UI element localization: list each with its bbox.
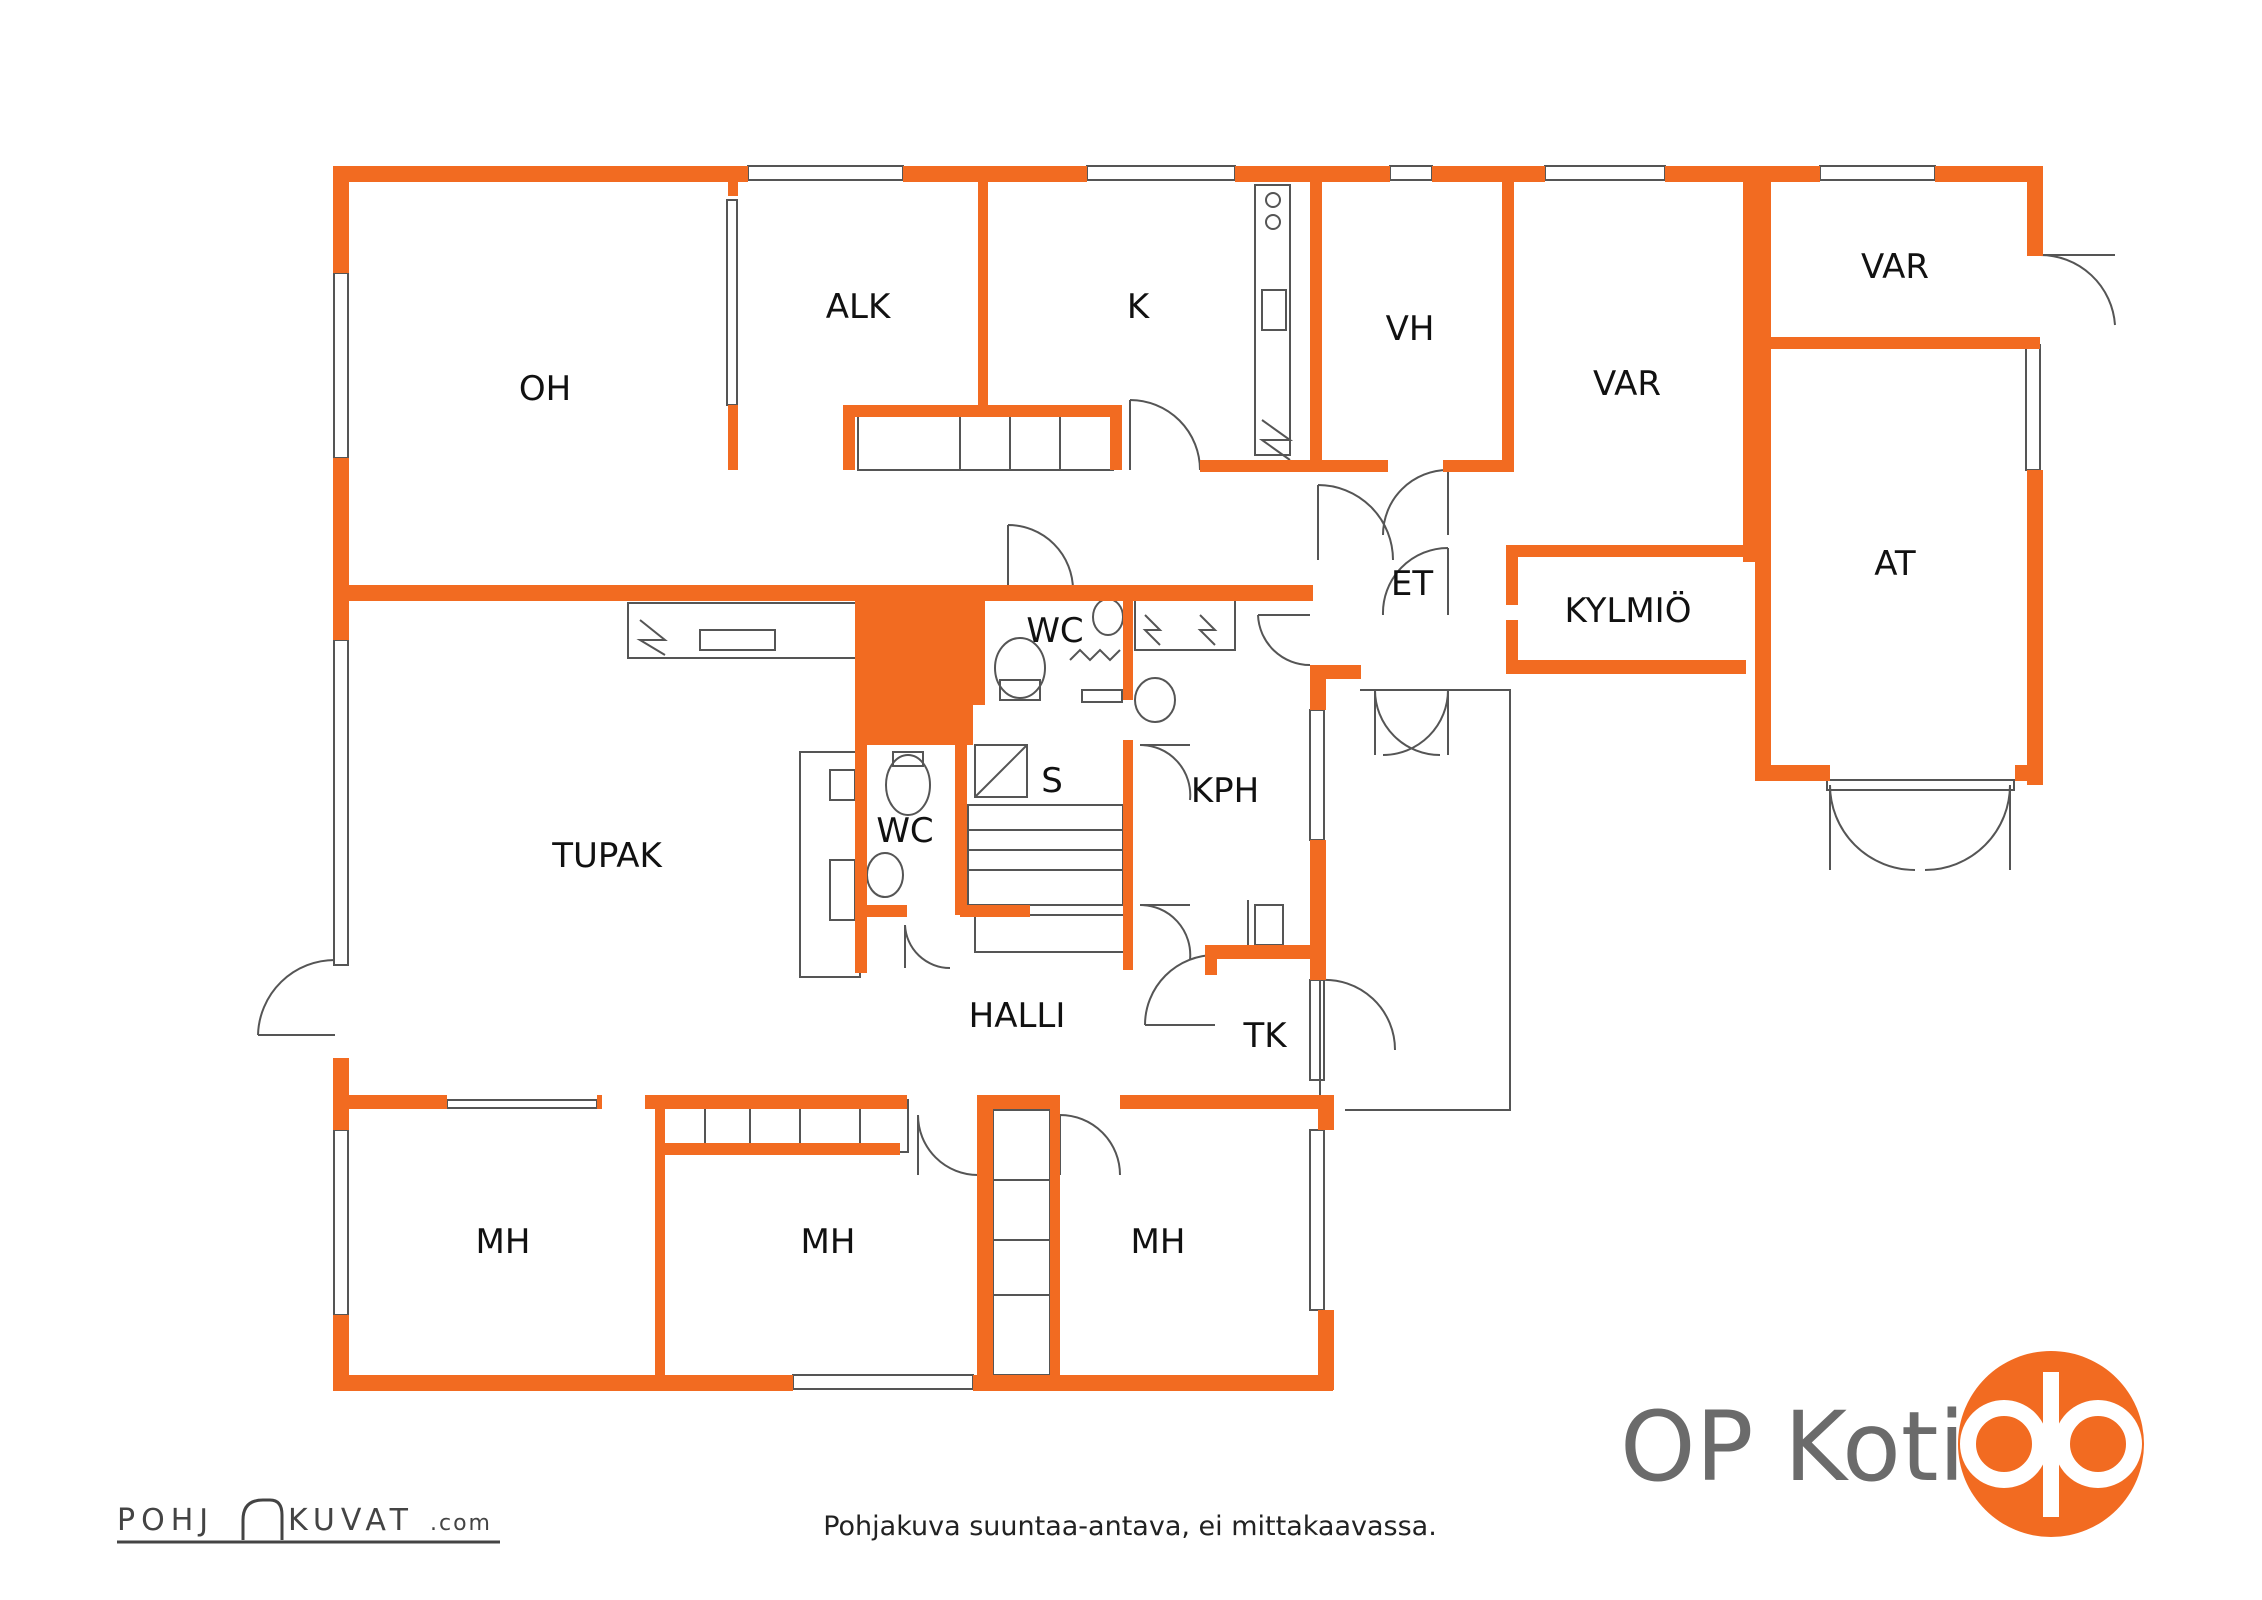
room-label-wc-lower: WC [876,811,933,851]
room-label-mh-middle: MH [801,1222,856,1262]
credit-name-left: POHJ [117,1503,214,1538]
walls [333,166,2043,1391]
room-label-at: AT [1874,544,1916,584]
room-label-tk: TK [1242,1016,1288,1056]
fixtures [257,165,2116,1390]
room-label-wc-upper: WC [1026,611,1083,651]
room-label-k: K [1127,287,1151,327]
op-logo-icon [1958,1351,2144,1537]
room-label-alk: ALK [826,287,892,327]
room-label-kph: KPH [1191,771,1259,811]
room-label-et: ET [1391,564,1433,604]
brand-name: OP Koti [1620,1391,1965,1503]
room-label-oh: OH [519,369,571,409]
room-label-halli: HALLI [969,996,1066,1036]
room-labels: OH ALK K VH VAR VAR ET KYLMIÖ AT TUPAK W… [476,247,1929,1262]
room-label-s: S [1041,761,1063,801]
room-label-var-large: VAR [1593,364,1661,404]
room-label-mh-left: MH [476,1222,531,1262]
credit-a-glyph [241,1498,284,1540]
room-label-mh-right: MH [1131,1222,1186,1262]
pohjakuvat-credit: POHJ KUVAT .com [117,1498,500,1544]
credit-name-right: KUVAT [288,1503,414,1538]
room-label-kylmio: KYLMIÖ [1565,590,1692,631]
disclaimer-caption: Pohjakuva suuntaa-antava, ei mittakaavas… [823,1511,1437,1542]
room-label-tupak: TUPAK [551,836,663,876]
room-label-var-small: VAR [1861,247,1929,287]
credit-suffix: .com [430,1511,492,1536]
room-label-vh: VH [1386,309,1435,349]
